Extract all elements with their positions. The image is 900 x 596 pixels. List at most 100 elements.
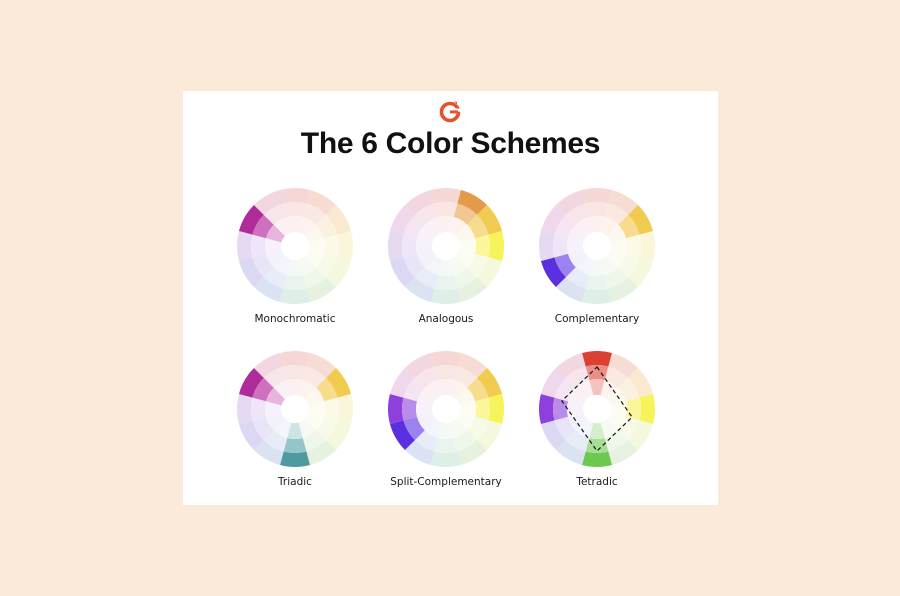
wheel-segment xyxy=(449,418,468,438)
wheel-segment xyxy=(415,238,433,254)
wheel-segment xyxy=(568,224,588,243)
wheel-segment xyxy=(266,249,286,268)
wheel-segment xyxy=(417,387,437,406)
wheel-segment xyxy=(251,397,267,421)
wheel-segment xyxy=(279,351,311,367)
wheel-segment xyxy=(434,437,458,453)
wheel-segment xyxy=(565,430,590,452)
wheel-segment xyxy=(304,224,324,243)
wheel-segment xyxy=(568,387,588,406)
wheel-segment xyxy=(453,366,478,388)
scheme-split-complementary: Split-Complementary xyxy=(371,351,521,501)
wheel-segment xyxy=(304,412,324,431)
wheel-segment xyxy=(430,288,462,304)
wheel-segment xyxy=(554,416,576,441)
wheel-segment xyxy=(477,420,503,451)
wheel-segment xyxy=(608,352,639,378)
wheel-segment xyxy=(403,377,425,402)
wheel-segment xyxy=(283,274,307,290)
wheel-segment xyxy=(467,253,489,278)
wheel-segment xyxy=(585,202,609,218)
wheel-segment xyxy=(449,255,468,275)
wheel-segment xyxy=(266,387,286,406)
wheel-segment xyxy=(326,257,352,288)
wheel-segment xyxy=(252,377,274,402)
wheel-segment xyxy=(540,204,566,235)
wheel-segment xyxy=(604,267,629,289)
wheel-segment xyxy=(263,366,288,388)
wheel-segment xyxy=(238,204,264,235)
wheel-segment xyxy=(415,401,433,417)
wheel-segment xyxy=(252,416,274,441)
wheel-segment xyxy=(600,217,619,237)
wheel-segment xyxy=(404,352,435,378)
wheel-segment xyxy=(589,378,605,396)
wheel-segment xyxy=(610,401,628,417)
wheel-segment xyxy=(302,366,327,388)
wheel-segment xyxy=(554,214,576,239)
wheel-segment xyxy=(553,397,569,421)
wheel-segment xyxy=(287,422,303,440)
wheel-segment xyxy=(252,253,274,278)
wheel-segment xyxy=(565,203,590,225)
wheel-segment xyxy=(302,267,327,289)
wheel-segment xyxy=(554,253,576,278)
wheel-segment xyxy=(438,378,454,396)
wheel-segment xyxy=(581,288,613,304)
wheel-segment xyxy=(237,393,253,425)
wheel-segment xyxy=(618,214,640,239)
wheel-segment xyxy=(306,189,337,215)
wheel-segment xyxy=(306,352,337,378)
wheel-segment xyxy=(404,277,435,303)
wheel-segment xyxy=(628,204,654,235)
wheel-segment xyxy=(449,380,468,400)
wheel-segment xyxy=(539,393,555,425)
wheel-segment xyxy=(608,277,639,303)
wheel-segment xyxy=(639,393,655,425)
wheel-segment xyxy=(555,352,586,378)
wheel-segment xyxy=(430,351,462,367)
wheel-segment xyxy=(585,274,609,290)
scheme-label: Triadic xyxy=(278,476,312,488)
wheel-segment xyxy=(618,416,640,441)
wheel-segment xyxy=(283,437,307,453)
wheel-segment xyxy=(251,234,267,258)
wheel-segment xyxy=(253,189,284,215)
scheme-label: Complementary xyxy=(554,313,640,325)
wheel-center xyxy=(583,232,611,260)
wheel-segment xyxy=(430,451,462,467)
wheel-segment xyxy=(459,401,477,417)
wheel-segment xyxy=(581,351,613,367)
wheel-segment xyxy=(414,203,439,225)
wheel-center xyxy=(583,395,611,423)
wheel-segment xyxy=(628,420,654,451)
wheel-segment xyxy=(266,224,286,243)
wheel-segment xyxy=(453,430,478,452)
wheel-segment xyxy=(604,203,629,225)
color-wheel xyxy=(388,351,504,467)
wheel-segment xyxy=(555,440,586,466)
wheel-segment xyxy=(273,380,292,400)
wheel-segment xyxy=(323,397,339,421)
wheel-segment xyxy=(403,253,425,278)
wheel-segment xyxy=(283,365,307,381)
wheel-segment xyxy=(238,367,264,398)
wheel-segment xyxy=(304,249,324,268)
wheel-segment xyxy=(298,255,317,275)
wheel-segment xyxy=(308,401,326,417)
scheme-label: Analogous xyxy=(418,313,474,325)
wheel-segment xyxy=(279,451,311,467)
wheel-segment xyxy=(403,416,425,441)
wheel-segment xyxy=(455,412,475,431)
wheel-segment xyxy=(604,366,629,388)
wheel-segment xyxy=(389,420,415,451)
wheel-segment xyxy=(438,259,454,277)
wheel-segment xyxy=(565,267,590,289)
wheel-segment xyxy=(477,257,503,288)
wheel-segment xyxy=(628,367,654,398)
wheel-segment xyxy=(589,215,605,233)
wheel-segment xyxy=(402,397,418,421)
wheel-segment xyxy=(608,440,639,466)
wheel-segment xyxy=(298,217,317,237)
wheel-segment xyxy=(316,416,338,441)
